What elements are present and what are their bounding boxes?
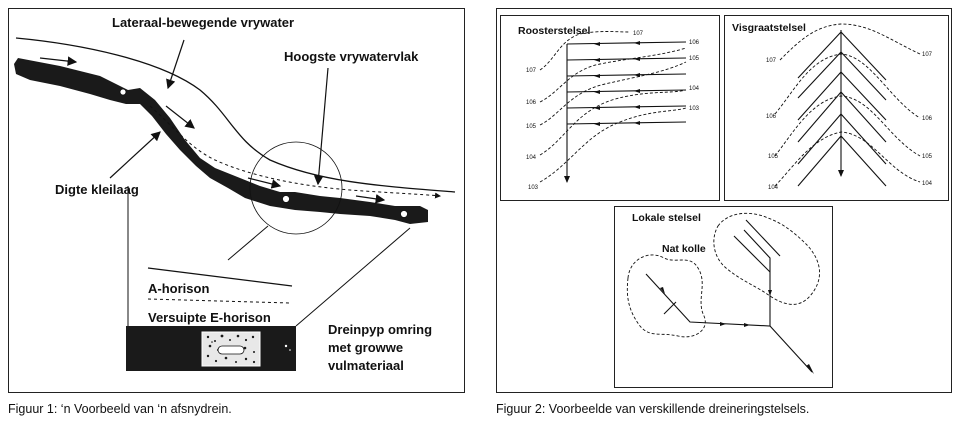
grid-drains <box>566 41 687 182</box>
svg-text:107: 107 <box>766 58 777 64</box>
detail-circle <box>249 141 343 235</box>
drain-pipe-2 <box>282 195 290 203</box>
grid-contours <box>539 31 687 183</box>
flow-arrow-2 <box>165 105 195 129</box>
herringbone-contour-labels: 107 107 106 106 105 105 104 104 <box>766 52 933 191</box>
svg-text:103: 103 <box>528 185 539 191</box>
svg-text:106: 106 <box>526 100 537 106</box>
label-drain-line2: met growwe <box>328 340 404 355</box>
label-lateral-water: Lateraal-bewegende vrywater <box>112 15 295 30</box>
gravel-texture <box>206 334 256 364</box>
svg-text:105: 105 <box>689 56 700 62</box>
herringbone-panel <box>724 15 949 201</box>
drain-pipe-3 <box>400 210 408 218</box>
pointer-clay <box>109 131 161 179</box>
label-drain-line1: Dreinpyp omring <box>328 322 433 337</box>
svg-text:105: 105 <box>922 154 933 160</box>
svg-text:105: 105 <box>768 154 779 160</box>
local-system-panel <box>614 206 833 388</box>
svg-text:107: 107 <box>922 52 933 58</box>
svg-text:106: 106 <box>689 40 700 46</box>
label-e-horizon: Versuipte E-horison <box>148 310 271 325</box>
flow-arrow-4 <box>355 194 386 204</box>
figure2-caption: Figuur 2: Voorbeelde van verskillende dr… <box>496 402 810 416</box>
local-arrows <box>660 287 814 374</box>
svg-text:104: 104 <box>526 155 537 161</box>
svg-text:104: 104 <box>689 86 700 92</box>
herringbone-outlet-arrow <box>838 170 844 177</box>
svg-text:106: 106 <box>922 116 933 122</box>
svg-text:107: 107 <box>633 31 644 37</box>
grid-arrows <box>564 41 640 183</box>
ground-surface-line <box>15 37 456 193</box>
svg-text:104: 104 <box>922 181 933 187</box>
pointer-highest <box>313 67 329 186</box>
svg-text:104: 104 <box>768 185 779 191</box>
label-drain-line3: vulmateriaal <box>328 358 404 373</box>
svg-text:107: 107 <box>526 68 537 74</box>
grid-contour-labels: 107 106 105 104 103 107 106 105 104 103 <box>526 31 700 191</box>
label-highest-water: Hoogste vrywatervlak <box>284 49 419 64</box>
local-wet-spots <box>626 212 820 338</box>
herringbone-drains <box>797 30 887 187</box>
svg-text:105: 105 <box>526 124 537 130</box>
figure1-caption: Figuur 1: ‘n Voorbeeld van ‘n afsnydrein… <box>8 402 232 416</box>
local-title: Lokale stelsel <box>632 212 701 224</box>
svg-text:106: 106 <box>766 114 777 120</box>
pointer-lateral <box>166 39 185 90</box>
grid-system-panel <box>500 15 720 201</box>
label-clay-layer: Digte kleilaag <box>55 182 139 197</box>
flow-arrow-1 <box>39 56 78 66</box>
detail-line-2 <box>295 227 411 327</box>
herringbone-title: Visgraatstelsel <box>732 22 806 34</box>
a-horizon-line <box>147 267 293 287</box>
flow-arrow-3 <box>247 177 282 189</box>
grid-title: Roosterstelsel <box>518 25 591 37</box>
wet-spots-label: Nat kolle <box>662 243 706 255</box>
label-a-horizon: A-horison <box>148 281 210 296</box>
detail-line-1 <box>227 225 269 261</box>
local-drains <box>645 219 813 373</box>
clay-layer-band <box>14 58 428 224</box>
drain-pipe-detail <box>217 345 245 355</box>
svg-text:103: 103 <box>689 106 700 112</box>
herringbone-contours <box>774 23 921 187</box>
drain-pipe-1 <box>119 88 127 96</box>
